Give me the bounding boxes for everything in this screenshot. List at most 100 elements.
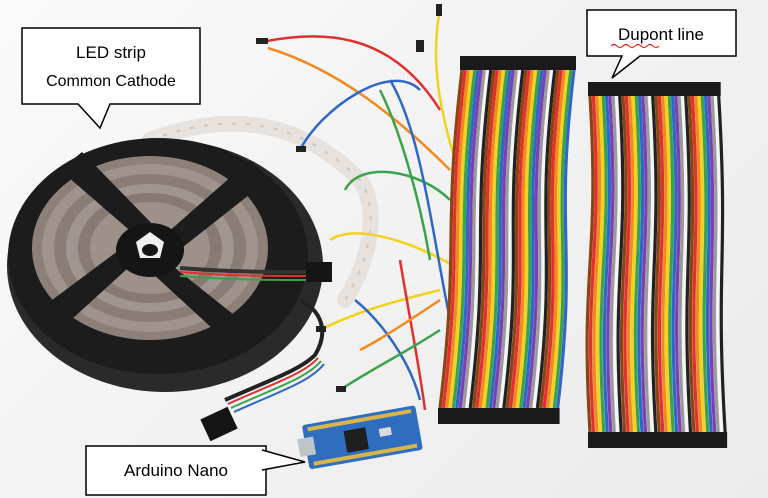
dupont-header [601, 432, 606, 448]
dupont-header [691, 432, 696, 448]
reel-connector [306, 262, 332, 282]
dupont-wire [535, 69, 557, 409]
dupont-header [624, 82, 629, 96]
dupont-header [705, 432, 710, 448]
dupont-header [471, 408, 476, 424]
dupont-header [591, 432, 596, 448]
dupont-wire [687, 95, 696, 433]
dupont-header [498, 56, 503, 70]
dupont-header [556, 56, 560, 70]
dupont-header [508, 408, 513, 424]
dupont-header [702, 432, 707, 448]
dupont-wire [661, 95, 668, 433]
dupont-header [663, 82, 668, 96]
dupont-header [501, 56, 506, 70]
dupont-wire [508, 69, 531, 409]
dupont-header [687, 82, 691, 96]
dupont-wire [609, 95, 618, 433]
dupont-header [644, 82, 649, 96]
dupont-header [481, 408, 486, 424]
dupont-header [454, 408, 459, 424]
dupont-wire [461, 69, 486, 409]
dupont-wire [707, 95, 717, 433]
dupont-wire [616, 95, 625, 433]
dupont-header [695, 432, 700, 448]
dupont-header [488, 56, 493, 70]
dupont-header [643, 432, 648, 448]
dupont-header [650, 82, 655, 96]
dupont-header [594, 82, 599, 96]
dupont-wire [539, 69, 560, 409]
dupont-header [657, 82, 662, 96]
dupont-wire [606, 95, 615, 433]
dupont-header [654, 82, 658, 96]
dupont-header [723, 432, 728, 448]
dupont-wire [599, 95, 608, 433]
dupont-header [690, 82, 695, 96]
dupont-header [511, 56, 516, 70]
strip-connector [200, 406, 238, 442]
dupont-header [466, 56, 471, 70]
dupont-header [542, 408, 547, 424]
dupont-header [504, 56, 509, 70]
dupont-header [518, 408, 523, 424]
dupont-header [598, 432, 603, 448]
dupont-header [536, 56, 541, 70]
dupont-wire [522, 69, 544, 409]
dupont-header [528, 408, 533, 424]
dupont-wire [654, 95, 661, 433]
dupont-header [469, 56, 474, 70]
dupont-header [660, 432, 665, 448]
dupont-wire [703, 95, 713, 433]
dupont-wire [448, 69, 474, 409]
dupont-header [622, 432, 627, 448]
dupont-wire [475, 69, 499, 409]
dupont-wire [485, 69, 509, 409]
dupont-header [495, 56, 500, 70]
dupont-wire [633, 95, 641, 433]
dupont-wire [458, 69, 483, 409]
dupont-header [524, 56, 528, 70]
dupont-wire [677, 95, 686, 433]
dupont-header [712, 432, 717, 448]
dupont-wire [482, 69, 506, 409]
dupont-header [614, 82, 619, 96]
dupont-header [461, 408, 466, 424]
dupont-wire [667, 95, 675, 433]
dupont-wire [680, 95, 689, 433]
dupont-header [636, 432, 641, 448]
dupont-header [670, 82, 675, 96]
dupont-header [667, 82, 672, 96]
dupont-wire [545, 69, 566, 409]
dupont-header [634, 82, 639, 96]
dupont-wire [445, 69, 470, 409]
dupont-header [591, 82, 596, 96]
dupont-wire [525, 69, 547, 409]
dupont-header [451, 408, 456, 424]
dupont-header [538, 408, 543, 424]
dupont-header [716, 432, 721, 448]
dupont-header [685, 432, 690, 448]
dupont-header [633, 432, 638, 448]
dupont-header [594, 432, 599, 448]
dupont-header [673, 82, 678, 96]
dupont-wire [717, 95, 727, 433]
dupont-wire [640, 95, 648, 433]
dupont-header [605, 432, 610, 448]
dupont-header [639, 432, 644, 448]
dupont-wire [657, 95, 665, 433]
dupont-header [468, 408, 473, 424]
dupont-wire [690, 95, 700, 433]
dupont-wire [556, 69, 576, 409]
dupont-header [674, 432, 679, 448]
dupont-header [710, 82, 715, 96]
dupont-wire [664, 95, 672, 433]
dupont-wire [697, 95, 706, 433]
dupont-wire [519, 69, 541, 409]
dupont-wire [674, 95, 682, 433]
dupont-header [667, 432, 672, 448]
dupont-wire [542, 69, 563, 409]
dupont-header [495, 408, 500, 424]
dupont-header [700, 82, 705, 96]
dupont-header [607, 82, 612, 96]
